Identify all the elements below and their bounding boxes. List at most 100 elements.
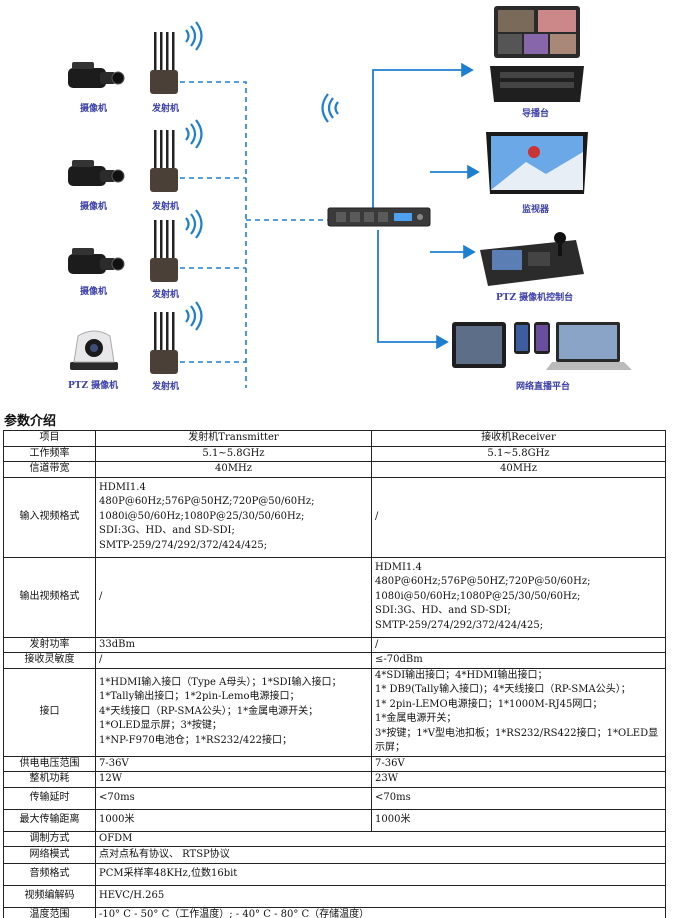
rx-value: 1000米 bbox=[371, 808, 666, 832]
row-label: 输入视频格式 bbox=[3, 476, 96, 558]
table-row: 发射功率 33dBm / bbox=[3, 636, 666, 653]
tx-value: 1*HDMI输入接口（Type A母头）；1*SDI输入接口； 1*Tally输… bbox=[95, 667, 372, 757]
wifi-signal-icon bbox=[185, 21, 203, 51]
tx-value: 33dBm bbox=[95, 636, 372, 653]
rx-value: 23W bbox=[371, 771, 666, 788]
rx-value: 5.1~5.8GHz bbox=[371, 445, 666, 462]
header-item: 项目 bbox=[3, 430, 96, 447]
row-label: 网络模式 bbox=[3, 846, 96, 864]
transmitter-label-2: 发射机 bbox=[151, 200, 179, 212]
tx-value: 1000米 bbox=[95, 808, 372, 832]
transmitter-icon bbox=[150, 220, 178, 282]
camera-label-2: 摄像机 bbox=[80, 200, 107, 212]
table-row: 工作频率 5.1~5.8GHz 5.1~5.8GHz bbox=[3, 445, 666, 462]
dashed-links bbox=[180, 81, 328, 388]
section-title: 参数介绍 bbox=[4, 414, 57, 429]
monitor-icon bbox=[486, 132, 588, 194]
switcher-label: 导播台 bbox=[522, 107, 549, 119]
ptz-camera-label: PTZ 摄像机 bbox=[68, 379, 118, 391]
table-row: 输入视频格式 HDMI1.4 480P@60Hz;576P@50HZ;720P@… bbox=[3, 476, 666, 558]
tx-value: / bbox=[95, 556, 372, 638]
rx-value: HDMI1.4 480P@60Hz;576P@50HZ;720P@50/60Hz… bbox=[371, 556, 666, 638]
row-label: 供电电压范围 bbox=[3, 755, 96, 772]
laptop-icon bbox=[546, 322, 632, 370]
tx-value: / bbox=[95, 652, 372, 669]
table-row: 信道带宽 40MHz 40MHz bbox=[3, 461, 666, 478]
shared-value: -10° C - 50° C（工作温度）; - 40° C - 80° C（存储… bbox=[95, 907, 666, 918]
row-label: 输出视频格式 bbox=[3, 556, 96, 638]
table-row: 接收灵敏度 / ≤-70dBm bbox=[3, 652, 666, 669]
rx-value: / bbox=[371, 636, 666, 653]
camera-icon bbox=[68, 62, 125, 88]
rx-value: <70ms bbox=[371, 786, 666, 810]
row-label: 温度范围 bbox=[3, 907, 96, 918]
monitor-label: 监视器 bbox=[522, 203, 550, 215]
row-label: 最大传输距离 bbox=[3, 808, 96, 832]
parameter-table: 项目 发射机Transmitter 接收机Receiver 工作频率 5.1~5… bbox=[3, 430, 666, 918]
camera-label-3: 摄像机 bbox=[80, 285, 107, 297]
table-row: 温度范围 -10° C - 50° C（工作温度）; - 40° C - 80°… bbox=[3, 907, 666, 918]
table-row: 视频编解码 HEVC/H.265 bbox=[3, 885, 666, 908]
shared-value: PCM采样率48KHz,位数16bit bbox=[95, 863, 666, 886]
output-arrows bbox=[372, 62, 480, 350]
tx-value: 12W bbox=[95, 771, 372, 788]
wifi-signal-icon bbox=[185, 119, 203, 149]
row-label: 信道带宽 bbox=[3, 461, 96, 478]
table-row: 整机功耗 12W 23W bbox=[3, 771, 666, 788]
tablet-icon bbox=[452, 322, 506, 368]
row-label: 整机功耗 bbox=[3, 771, 96, 788]
row-label: 视频编解码 bbox=[3, 885, 96, 908]
row-label: 接口 bbox=[3, 667, 96, 757]
ptz-camera-icon bbox=[70, 330, 118, 370]
rx-value: / bbox=[371, 476, 666, 558]
wifi-signal-icon bbox=[185, 301, 203, 331]
tx-value: 40MHz bbox=[95, 461, 372, 478]
rx-value: ≤-70dBm bbox=[371, 652, 666, 669]
table-row: 音频格式 PCM采样率48KHz,位数16bit bbox=[3, 863, 666, 886]
shared-value: 点对点私有协议、 RTSP协议 bbox=[95, 846, 666, 864]
table-row: 接口 1*HDMI输入接口（Type A母头）；1*SDI输入接口； 1*Tal… bbox=[3, 667, 666, 757]
row-label: 接收灵敏度 bbox=[3, 652, 96, 669]
transmitter-icon bbox=[150, 130, 178, 192]
row-label: 工作频率 bbox=[3, 445, 96, 462]
row-label: 调制方式 bbox=[3, 830, 96, 847]
tx-value: 5.1~5.8GHz bbox=[95, 445, 372, 462]
row-label: 传输延时 bbox=[3, 786, 96, 810]
receiver-unit-icon bbox=[327, 207, 431, 227]
rx-value: 40MHz bbox=[371, 461, 666, 478]
rx-value: 4*SDI输出接口；4*HDMI输出接口； 1* DB9(Tally输入接口)；… bbox=[371, 667, 666, 757]
table-row: 网络模式 点对点私有协议、 RTSP协议 bbox=[3, 846, 666, 864]
table-row: 供电电压范围 7-36V 7-36V bbox=[3, 755, 666, 772]
camera-icon bbox=[68, 160, 125, 186]
streaming-label: 网络直播平台 bbox=[516, 380, 570, 392]
tx-value: 7-36V bbox=[95, 755, 372, 772]
table-row: 调制方式 OFDM bbox=[3, 830, 666, 847]
table-row: 输出视频格式 / HDMI1.4 480P@60Hz;576P@50HZ;720… bbox=[3, 556, 666, 638]
wifi-signal-icon bbox=[185, 209, 203, 239]
table-header-row: 项目 发射机Transmitter 接收机Receiver bbox=[3, 430, 666, 447]
transmitter-label-3: 发射机 bbox=[151, 288, 179, 300]
camera-icon bbox=[68, 248, 125, 274]
shared-value: HEVC/H.265 bbox=[95, 885, 666, 908]
camera-label-1: 摄像机 bbox=[80, 102, 107, 114]
transmitter-label-1: 发射机 bbox=[151, 102, 179, 114]
transmitter-icon bbox=[150, 32, 178, 94]
ptz-controller-label: PTZ 摄像机控制台 bbox=[496, 291, 573, 303]
row-label: 发射功率 bbox=[3, 636, 96, 653]
shared-value: OFDM bbox=[95, 830, 666, 847]
header-transmitter: 发射机Transmitter bbox=[95, 430, 372, 447]
header-receiver: 接收机Receiver bbox=[371, 430, 666, 447]
rx-value: 7-36V bbox=[371, 755, 666, 772]
ptz-controller-icon bbox=[480, 232, 584, 286]
table-row: 传输延时 <70ms <70ms bbox=[3, 786, 666, 810]
table-row: 最大传输距离 1000米 1000米 bbox=[3, 808, 666, 832]
phone-icon bbox=[514, 322, 550, 354]
transmitter-label-4: 发射机 bbox=[151, 380, 179, 392]
row-label: 音频格式 bbox=[3, 863, 96, 886]
system-diagram: 摄像机 摄像机 摄像机 PTZ 摄像机 发射机 bbox=[68, 6, 632, 392]
transmitter-icon bbox=[150, 312, 178, 374]
tx-value: <70ms bbox=[95, 786, 372, 810]
wifi-signal-icon bbox=[321, 93, 339, 123]
switcher-icon bbox=[490, 6, 584, 102]
tx-value: HDMI1.4 480P@60Hz;576P@50HZ;720P@50/60Hz… bbox=[95, 476, 372, 558]
